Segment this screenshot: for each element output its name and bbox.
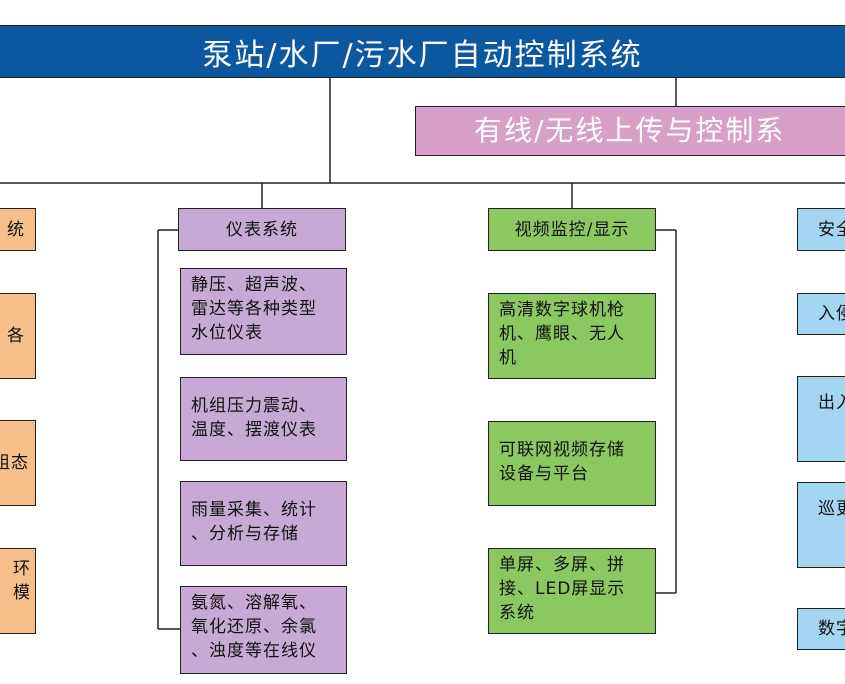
left-item-box: 各: [0, 293, 36, 379]
instrument-item-box: 氨氮、溶解氧、 氧化还原、余氯 、浊度等在线仪: [180, 586, 347, 674]
instrument-header-box: 仪表系统: [178, 208, 346, 251]
left-item-box: 环 模: [0, 548, 36, 634]
instrument-item-box: 雨量采集、统计 、分析与存储: [180, 481, 347, 566]
upload-control-banner: 有线/无线上传与控制系: [415, 106, 845, 156]
instrument-item-box: 机组压力震动、 温度、摆渡仪表: [180, 377, 347, 461]
security-item-box: 入侵: [797, 293, 845, 335]
system-title: 泵站/水厂/污水厂自动控制系统: [0, 25, 845, 78]
left-item-box: 组态: [0, 420, 36, 506]
security-item-box: 巡更: [797, 482, 845, 568]
security-item-box: 出入: [797, 376, 845, 462]
instrument-item-box: 静压、超声波、 雷达等各种类型 水位仪表: [180, 268, 347, 355]
video-item-box: 高清数字球机枪 机、鹰眼、无人 机: [488, 293, 656, 379]
video-item-box: 单屏、多屏、拼 接、LED屏显示 系统: [488, 548, 656, 634]
video-header-box: 视频监控/显示: [488, 208, 656, 251]
security-item-box: 数字: [797, 608, 845, 650]
left-header-box: 统: [0, 208, 36, 251]
security-header-box: 安全: [797, 208, 845, 251]
video-item-box: 可联网视频存储 设备与平台: [488, 421, 656, 506]
